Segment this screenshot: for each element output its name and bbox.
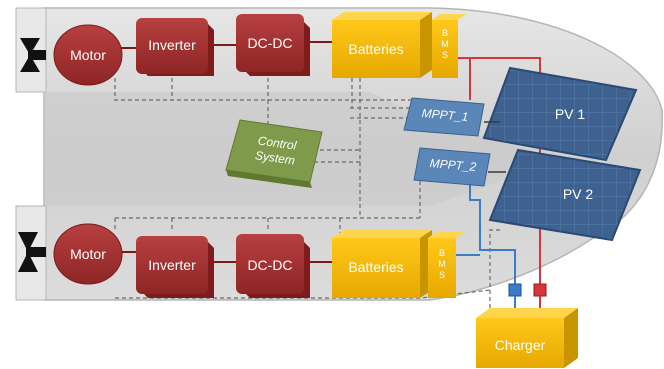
bms-top <box>432 14 466 78</box>
bms-top-line-b: B <box>441 28 448 38</box>
inverter-bottom-label: Inverter <box>148 257 196 273</box>
batteries-top <box>332 12 432 78</box>
dcdc-top-label: DC-DC <box>247 35 293 51</box>
inverter-bottom <box>136 236 214 298</box>
pv-2-label: PV 2 <box>562 186 594 202</box>
bms-bottom-line-s: S <box>438 270 445 280</box>
bms-bottom-line-m: M <box>438 259 446 269</box>
motor-bottom <box>53 223 123 285</box>
motor-bottom-label: Motor <box>70 246 106 262</box>
pv-panel-2 <box>488 148 642 242</box>
dcdc-bottom-label: DC-DC <box>247 257 293 273</box>
propeller-icon <box>18 232 46 272</box>
red-connector <box>533 283 547 297</box>
charger-label: Charger <box>494 337 546 353</box>
inverter-top-label: Inverter <box>148 37 196 53</box>
bms-top-label: B M S <box>432 28 458 61</box>
charger <box>476 308 578 368</box>
motor-top-label: Motor <box>70 47 106 63</box>
dcdc-top <box>236 14 310 76</box>
inverter-top <box>136 18 214 76</box>
propeller-icon <box>20 38 46 72</box>
batteries-top-label: Batteries <box>348 41 404 57</box>
dcdc-bottom <box>236 234 310 298</box>
pv-panel-1 <box>482 66 638 162</box>
bms-bottom <box>428 232 464 298</box>
pv-wires <box>484 121 506 173</box>
bms-top-line-s: S <box>441 50 448 60</box>
mppt-2 <box>413 147 491 187</box>
mppt-1 <box>403 97 485 137</box>
bms-bottom-line-b: B <box>438 248 445 258</box>
bms-bottom-label: B M S <box>428 248 456 281</box>
batteries-bottom-label: Batteries <box>348 259 404 275</box>
control-system <box>225 119 323 188</box>
bms-top-line-m: M <box>441 39 449 49</box>
blue-connector <box>508 283 522 297</box>
pv-1-label: PV 1 <box>554 106 586 122</box>
motor-top <box>53 24 123 86</box>
